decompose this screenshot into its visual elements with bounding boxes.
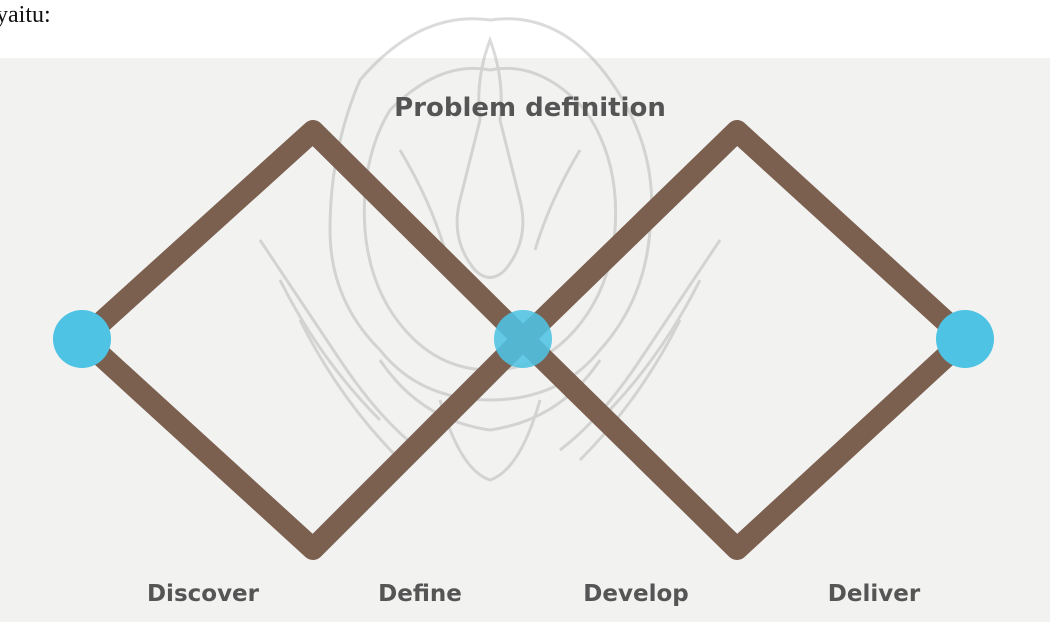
phase-label-develop: Develop [583, 581, 688, 607]
start-node [53, 310, 111, 368]
phase-label-deliver: Deliver [828, 581, 921, 607]
phase-label-define: Define [378, 581, 462, 607]
diagram-title: Problem definition [394, 93, 666, 123]
end-node [936, 310, 994, 368]
middle-node [494, 310, 552, 368]
university-seal-watermark [258, 17, 722, 482]
phase-label-discover: Discover [147, 581, 260, 607]
lead-text: yaitu: [0, 2, 51, 28]
